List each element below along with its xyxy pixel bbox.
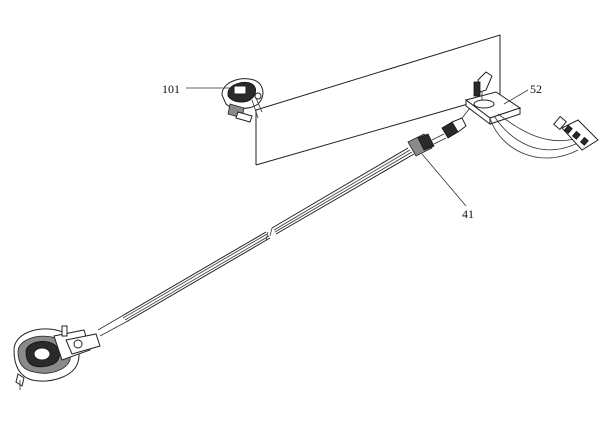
part-41-connector (407, 117, 467, 157)
part-101-module (221, 78, 264, 123)
connector-block (553, 115, 599, 151)
part-41-cable (97, 147, 415, 337)
connection-frame-line-lower (255, 103, 469, 166)
connection-frame-line (255, 34, 501, 165)
callout-52: 52 (530, 82, 542, 96)
motor-assembly (13, 325, 101, 390)
leader-41 (421, 153, 467, 207)
leader-52 (503, 89, 529, 105)
callout-41: 41 (462, 207, 474, 221)
callout-101: 101 (162, 82, 180, 96)
part-52-housing (464, 71, 522, 125)
